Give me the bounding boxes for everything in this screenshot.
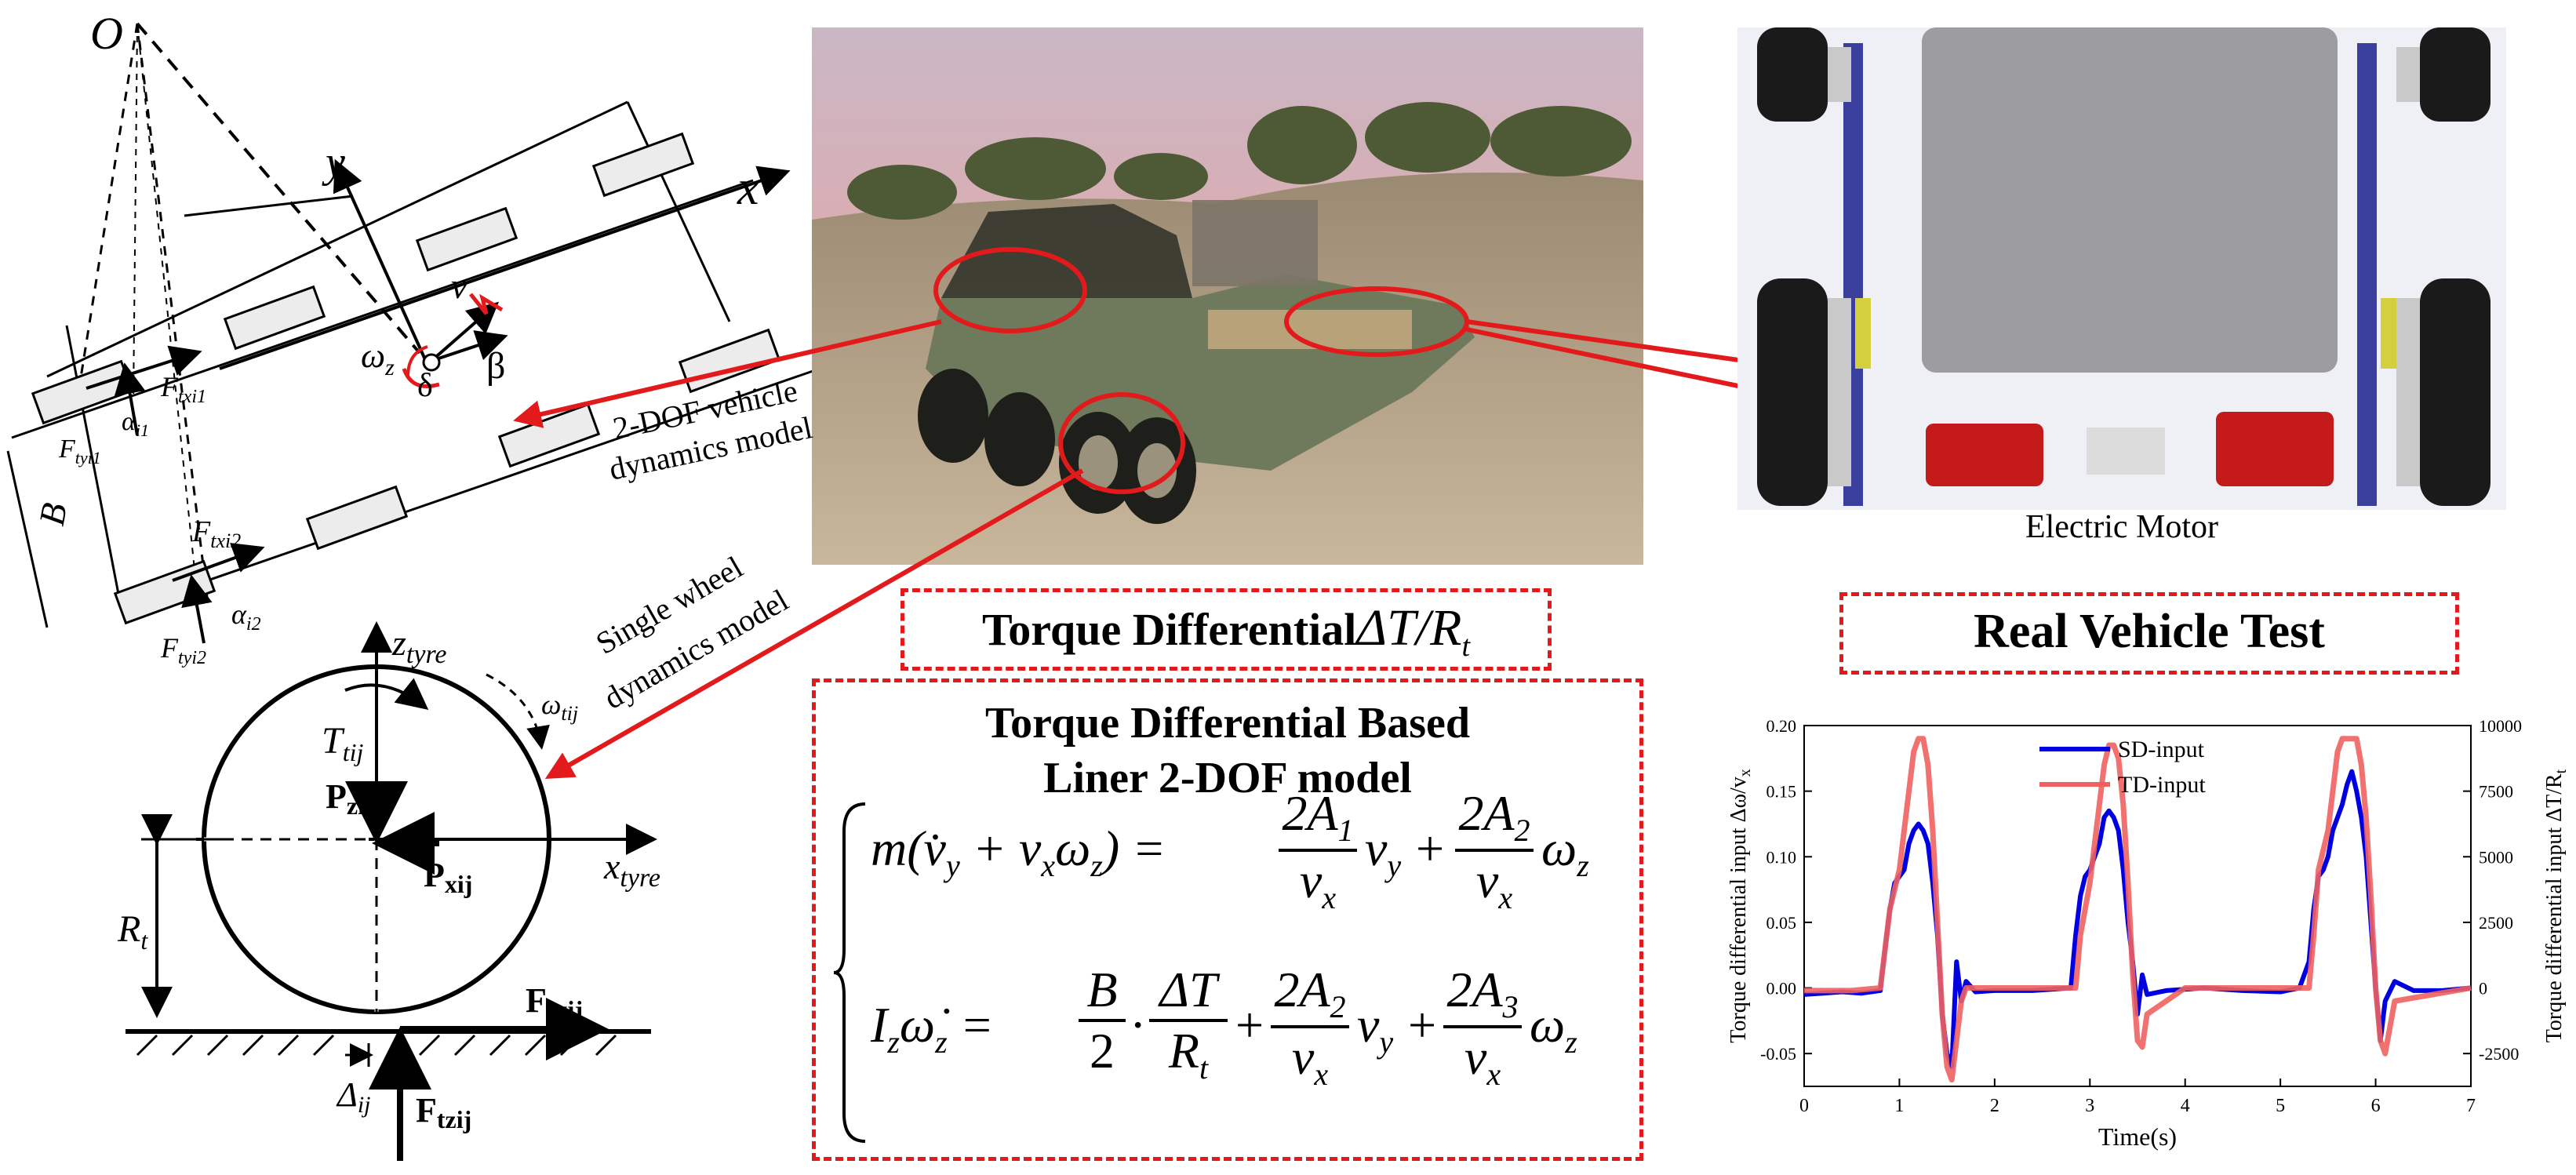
y-right-axis-label: Torque differential input ΔT/Rt <box>2542 769 2570 1042</box>
f-txij-label: Ftxij <box>526 981 583 1024</box>
alpha-i1-label: αi1 <box>122 407 149 440</box>
eq2-frac-2a3: 2A3 vx <box>1443 961 1522 1093</box>
x-tick-label: 4 <box>2181 1096 2190 1116</box>
vehicle-photo <box>812 27 1643 565</box>
x-tick-label: 5 <box>2276 1096 2285 1116</box>
eq1-frac-2a2: 2A2 vx <box>1455 784 1534 916</box>
single-wheel-diagram <box>126 621 657 1161</box>
x-tyre-label: xtyre <box>603 846 660 893</box>
real-vehicle-test-text: Real Vehicle Test <box>1974 605 2325 658</box>
f-txi2-label: Ftxi2 <box>191 515 241 552</box>
eq1-plus: + <box>1416 820 1445 876</box>
eq1-wz: ωz <box>1541 820 1589 883</box>
series-td-input-line <box>1804 736 2472 1083</box>
torque-chart: 0 1 2 3 4 5 6 7 -0.05 0.00 0.05 0.10 0.15 0.20 -2500 0 2… <box>1726 716 2570 1151</box>
eq2-frac-2a2: 2A2 vx <box>1271 961 1349 1093</box>
delta-ij-label: Δij <box>336 1075 371 1118</box>
vehicle-top-view-diagram <box>6 22 820 644</box>
point-o-label: O <box>90 8 123 59</box>
x-tick-label: 1 <box>1894 1096 1904 1116</box>
y-left-tick-label: 0.10 <box>1766 847 1797 867</box>
y-left-axis-label: Torque differential input Δω/vx <box>1726 769 1754 1043</box>
alpha-i2-label: αi2 <box>231 598 261 635</box>
y-left-tick-label: 0.05 <box>1766 913 1797 933</box>
torque-differential-text: Torque DifferentialΔT/Rt <box>904 598 1548 664</box>
equation-2: Izω̇z = <box>871 997 994 1060</box>
f-txi1-label: Ftxi1 <box>160 371 206 407</box>
eq2-wz: ωz <box>1530 997 1577 1060</box>
torque-differential-title: Torque Differential <box>981 604 1357 655</box>
y-right-tick-label: 5000 <box>2479 847 2513 867</box>
real-vehicle-test-box: Real Vehicle Test <box>1839 592 2459 675</box>
equation-1: m(v̇y + vxωz) = <box>871 820 1166 883</box>
eq1-frac-2a1: 2A1 vx <box>1279 784 1357 916</box>
omega-tij-label: ωtij <box>541 689 578 725</box>
y-right-tick-label: 2500 <box>2479 913 2513 933</box>
model-title-line1: Torque Differential Based <box>984 699 1471 748</box>
y-left-tick-label: 0.15 <box>1766 782 1797 802</box>
y-right-tick-label: -2500 <box>2479 1044 2519 1064</box>
f-tyi2-label: Ftyi2 <box>160 632 206 668</box>
x-tick-label: 0 <box>1799 1096 1809 1116</box>
eq1-vy: vy <box>1365 820 1402 883</box>
eq2-plus-1: + <box>1235 997 1264 1053</box>
y-right-tick-label: 0 <box>2479 979 2487 999</box>
beta-label: β <box>486 345 505 387</box>
y-right-tick-label: 10000 <box>2479 716 2522 736</box>
b-dimension-label: B <box>31 500 75 529</box>
delta-label: δ <box>417 368 433 404</box>
y-right-tick-label: 7500 <box>2479 782 2513 802</box>
eq2-plus-2: + <box>1408 997 1437 1053</box>
legend-label: SD-input <box>2118 737 2205 762</box>
wheel-diagram-labels: ztyre xtyre ωtij Ttij Pzij Pxij Rt Ftxij… <box>117 623 660 1133</box>
cad-chassis-image <box>1737 27 2506 510</box>
y-axis-label: y <box>322 138 345 187</box>
torque-differential-expr: ΔT/Rt <box>1356 599 1471 664</box>
x-tick-label: 2 <box>1990 1096 1999 1116</box>
x-axis-label: Time(s) <box>2098 1122 2177 1151</box>
eq2-vy: vy <box>1357 997 1394 1060</box>
electric-motor-label: Electric Motor <box>2025 509 2218 545</box>
equation-brace <box>833 802 866 1143</box>
eq2-dot: · <box>1130 997 1147 1053</box>
f-tyi1-label: Ftyi1 <box>58 435 101 467</box>
velocity-v-label: v <box>451 266 468 306</box>
eq1-lhs: m(v̇ <box>871 820 946 876</box>
series-sd-input-line <box>1803 769 2472 1069</box>
legend-label: TD-input <box>2118 772 2206 798</box>
f-tzij-label: Ftzij <box>416 1091 471 1133</box>
model-title-line2: Liner 2-DOF model <box>1043 754 1412 802</box>
x-tick-label: 6 <box>2371 1096 2381 1116</box>
z-tyre-label: ztyre <box>391 623 447 669</box>
t-tij-label: Ttij <box>322 720 363 766</box>
p-zij-label: Pzij <box>326 777 373 820</box>
vehicle-diagram-labels: O x y v β ωz δ Ftxi1 Ftyi1 αi1 B Ftxi2 F… <box>31 8 759 668</box>
x-axis-label: x <box>737 162 759 215</box>
eq2-frac-b2: B 2 <box>1079 961 1126 1080</box>
y-left-tick-label: -0.05 <box>1760 1044 1796 1064</box>
p-xij-label: Pxij <box>424 856 472 898</box>
torque-differential-box: Torque DifferentialΔT/Rt <box>901 588 1552 671</box>
r-t-label: Rt <box>117 908 148 955</box>
model-equations-box: Torque Differential Based Liner 2-DOF mo… <box>812 678 1643 1161</box>
omega-z-label: ωz <box>361 336 395 380</box>
y-left-tick-label: 0.20 <box>1766 716 1797 736</box>
y-left-tick-label: 0.00 <box>1766 979 1797 999</box>
x-tick-label: 7 <box>2466 1096 2476 1116</box>
x-tick-label: 3 <box>2085 1096 2094 1116</box>
eq2-frac-dt-rt: ΔT Rt <box>1149 961 1228 1086</box>
